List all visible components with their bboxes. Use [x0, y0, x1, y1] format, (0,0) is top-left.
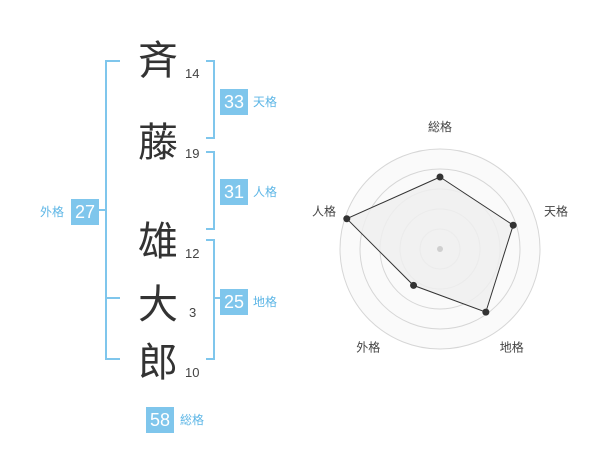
radar-center-dot: [437, 246, 443, 252]
radar-point-2: [509, 221, 517, 229]
name-char-5: 郎: [138, 340, 178, 386]
radar-point-5: [343, 215, 351, 223]
soukaku-label: 総格: [180, 413, 205, 427]
tenkaku-bracket: [206, 60, 215, 139]
radar-axis-label-5: 人格: [312, 203, 336, 218]
soukaku-value-badge: 58: [146, 407, 174, 433]
gaikaku-value-badge: 27: [71, 199, 99, 225]
chikaku-label: 地格: [253, 295, 278, 309]
jinkaku-label: 人格: [253, 185, 278, 199]
chikaku-value-badge: 25: [220, 289, 248, 315]
radar-ring: [359, 168, 521, 330]
stroke-count-1: 14: [185, 66, 200, 81]
stroke-count-4: 3: [189, 305, 197, 320]
jinkaku-bracket: [206, 151, 215, 230]
jinkaku-value-badge: 31: [220, 179, 248, 205]
name-char-4: 大: [138, 282, 178, 328]
name-char-3: 雄: [138, 219, 178, 265]
name-char-2: 藤: [138, 120, 178, 166]
radar-axis-label-1: 総格: [428, 119, 452, 134]
radar-axis-label-4: 外格: [356, 340, 380, 355]
gaikaku-label: 外格: [40, 205, 65, 219]
stroke-count-3: 12: [185, 246, 200, 261]
radar-axis-label-3: 地格: [500, 340, 524, 355]
name-char-1: 斉: [138, 38, 178, 84]
tenkaku-value-badge: 33: [220, 89, 248, 115]
radar-point-3: [482, 308, 490, 316]
radar-axis-label-2: 天格: [544, 203, 568, 218]
radar-series-polygon: [345, 176, 514, 313]
chikaku-bracket: [206, 239, 215, 360]
stroke-count-5: 10: [185, 365, 200, 380]
stroke-count-2: 19: [185, 146, 200, 161]
radar-point-4: [410, 281, 418, 289]
tenkaku-label: 天格: [253, 95, 278, 109]
radar-point-1: [436, 173, 444, 181]
